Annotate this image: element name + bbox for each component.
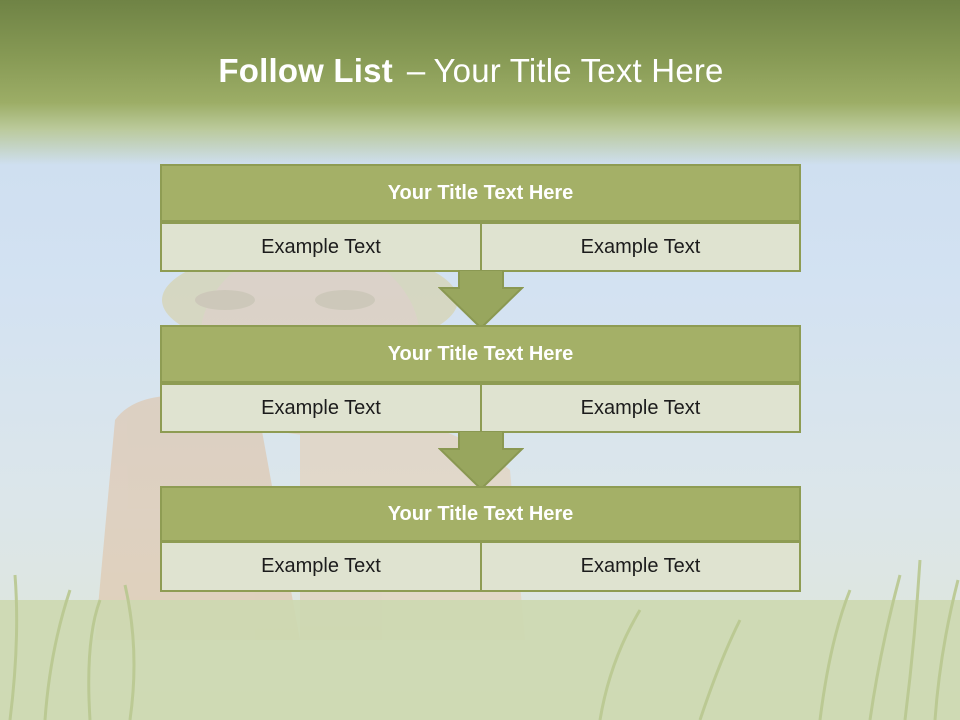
block-title: Your Title Text Here — [160, 164, 801, 222]
list-block-3: Your Title Text Here Example Text Exampl… — [160, 486, 801, 592]
grass-blades — [8, 559, 960, 720]
block-cell-left: Example Text — [160, 541, 482, 592]
down-arrow-icon — [438, 431, 524, 491]
list-block-1: Your Title Text Here Example Text Exampl… — [160, 164, 801, 272]
block-title: Your Title Text Here — [160, 325, 801, 383]
page-title-bold: Follow List — [218, 52, 393, 89]
block-cell-right: Example Text — [480, 541, 801, 592]
block-title: Your Title Text Here — [160, 486, 801, 542]
list-block-2: Your Title Text Here Example Text Exampl… — [160, 325, 801, 433]
block-cell-left: Example Text — [160, 222, 482, 272]
page-title: Follow List–Your Title Text Here — [0, 52, 942, 90]
grass-field — [0, 600, 960, 720]
down-arrow-icon — [438, 270, 524, 330]
block-cell-right: Example Text — [480, 222, 801, 272]
page-title-separator: – — [406, 52, 426, 89]
block-cell-right: Example Text — [480, 383, 801, 433]
page-title-rest: Your Title Text Here — [433, 52, 724, 89]
block-cell-left: Example Text — [160, 383, 482, 433]
header-band — [0, 0, 960, 165]
